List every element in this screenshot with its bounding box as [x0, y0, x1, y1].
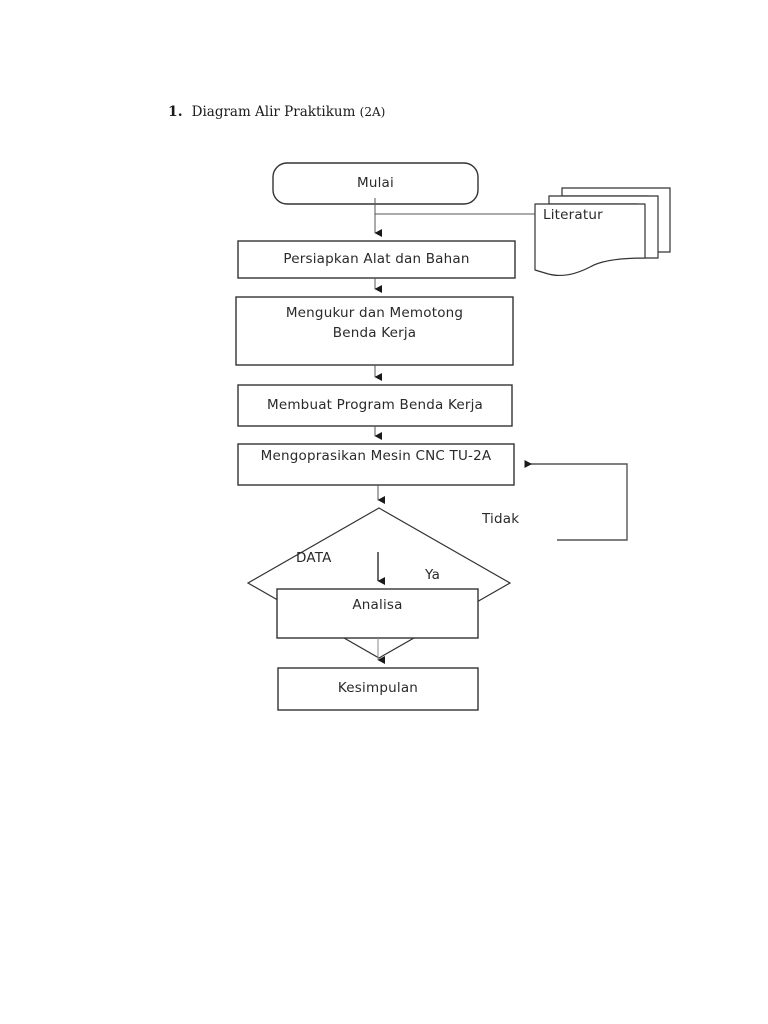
node-cnc-label: Mengoprasikan Mesin CNC TU-2A: [260, 448, 492, 464]
heading-paren: (2A): [359, 105, 386, 119]
node-program-label: Membuat Program Benda Kerja: [266, 397, 484, 413]
node-start-label: Mulai: [357, 175, 394, 191]
page-heading: 1. Diagram Alir Praktikum (2A): [168, 104, 385, 120]
node-mengukur-label: Mengukur dan Memotong Benda Kerja: [285, 305, 464, 341]
node-literatur-label: Literatur: [543, 207, 603, 223]
node-mengukur-shape: [235, 296, 514, 366]
node-kesimpulan-label: Kesimpulan: [337, 680, 419, 696]
heading-number: 1.: [168, 104, 183, 120]
node-cnc-shape: [237, 443, 515, 486]
heading-text: Diagram Alir Praktikum: [191, 104, 360, 120]
node-persiapan-shape: [237, 240, 516, 279]
node-data-label: DATA: [296, 550, 332, 566]
edge-label-ya: Ya: [425, 567, 441, 583]
node-persiapan-label: Persiapkan Alat dan Bahan: [283, 251, 470, 267]
node-kesimpulan-shape: [277, 667, 479, 711]
node-literatur-shape: [534, 187, 671, 277]
node-program-shape: [237, 384, 513, 427]
edge-label-tidak: Tidak: [482, 511, 520, 527]
edge-data-to-cnc-feedback: [524, 460, 628, 541]
node-analisa-label: Analisa: [352, 597, 403, 613]
